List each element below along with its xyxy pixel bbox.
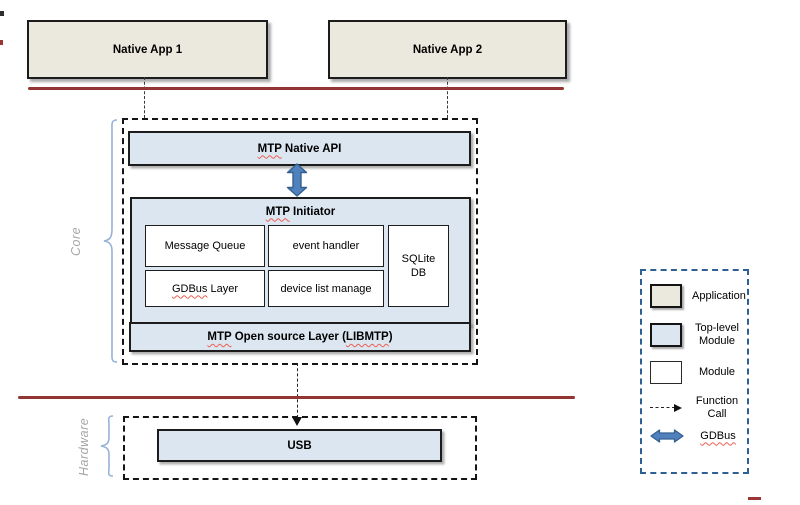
edge-artifact-mark <box>0 40 3 45</box>
libmtp-label: MTP Open source Layer (LIBMTP) <box>207 331 393 343</box>
mtp-initiator-title: MTP Initiator <box>265 205 336 218</box>
message-queue-module: Message Queue <box>145 225 265 267</box>
arrow-down-icon <box>292 417 302 426</box>
core-to-usb-connector <box>297 363 298 418</box>
event-handler-module: event handler <box>268 225 384 267</box>
usb-label: USB <box>287 439 312 452</box>
app1-function-call-connector <box>144 77 145 118</box>
legend-item-module: Module <box>650 361 742 384</box>
application-core-divider-line <box>28 87 564 90</box>
top-level-module-swatch-icon <box>650 323 682 347</box>
native-app-1-label: Native App 1 <box>112 43 183 56</box>
hardware-section-box <box>123 416 477 480</box>
application-swatch-icon <box>650 284 682 308</box>
native-app-2-label: Native App 2 <box>412 43 483 56</box>
core-section-label: Core <box>69 226 83 256</box>
legend-item-gdbus: GDBus <box>650 429 742 443</box>
device-list-manage-module: device list manage <box>268 270 384 307</box>
mtp-native-api-box: MTP Native API <box>128 131 471 166</box>
app2-function-call-connector <box>447 77 448 118</box>
core-section-box <box>122 118 478 365</box>
core-brace <box>103 119 118 363</box>
module-swatch-icon <box>650 361 682 384</box>
edge-artifact-mark <box>748 497 761 500</box>
sqlite-db-module: SQLite DB <box>388 225 449 307</box>
mtp-initiator-box: MTP Initiator Message Queue event handle… <box>130 197 471 326</box>
function-call-arrow-icon <box>650 403 682 413</box>
gdbus-layer-module: GDBus Layer <box>145 270 265 307</box>
native-app-1-box: Native App 1 <box>27 20 268 79</box>
mtp-open-source-layer-box: MTP Open source Layer (LIBMTP) <box>129 322 471 352</box>
core-hardware-divider-line <box>18 396 575 399</box>
native-app-2-box: Native App 2 <box>328 20 567 79</box>
usb-box: USB <box>157 429 442 462</box>
hardware-brace <box>100 415 114 477</box>
edge-artifact-mark <box>0 11 4 16</box>
gdbus-vertical-arrow-icon <box>286 163 308 197</box>
legend-item-application: Application <box>650 284 746 308</box>
hardware-section-label: Hardware <box>77 417 91 477</box>
gdbus-horizontal-arrow-icon <box>650 429 684 443</box>
mtp-native-api-label: MTP Native API <box>257 142 342 155</box>
